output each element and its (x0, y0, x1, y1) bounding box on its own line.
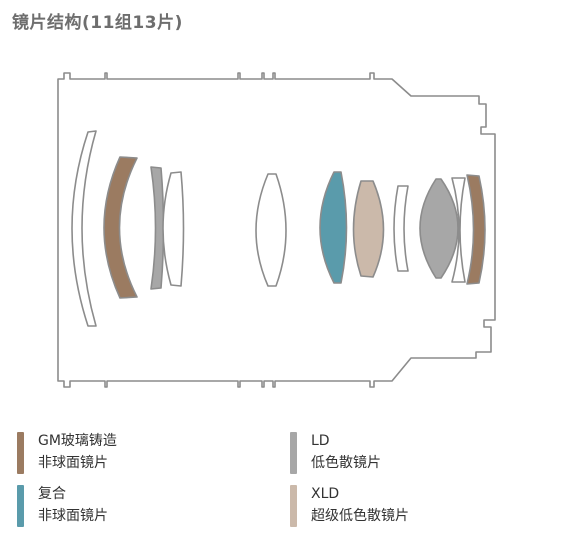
legend-text-ld: LD 低色散镜片 (311, 430, 381, 474)
lens-element-5 (255, 173, 287, 287)
legend-label: 复合 (38, 486, 66, 502)
lens-element-6-composite (319, 171, 348, 284)
lens-element-9-ld (419, 178, 459, 279)
legend-text-composite: 复合 非球面镜片 (38, 483, 108, 527)
legend-text-xld: XLD 超级低色散镜片 (311, 483, 409, 527)
legend-label: XLD (311, 486, 340, 502)
legend-label: 非球面镜片 (38, 508, 108, 524)
legend-swatch-ld (290, 432, 297, 474)
lens-element-10 (451, 177, 466, 283)
page-title: 镜片结构(11组13片) (12, 13, 183, 33)
lens-element-4 (162, 171, 185, 287)
legend-swatch-composite (17, 485, 24, 527)
lens-element-1 (71, 130, 97, 327)
legend-label: LD (311, 433, 330, 449)
lens-element-7-xld (352, 180, 385, 278)
legend-swatch-xld (290, 485, 297, 527)
lens-structure-diagram (57, 72, 496, 388)
lens-barrel-outline (57, 72, 496, 388)
legend-label: 低色散镜片 (311, 455, 381, 471)
lens-element-2-gm (103, 156, 138, 299)
legend-label: 非球面镜片 (38, 455, 108, 471)
legend-label: 超级低色散镜片 (311, 508, 409, 524)
legend-swatch-gm (17, 432, 24, 474)
legend-label: GM玻璃铸造 (38, 433, 117, 449)
lens-element-3-ld (150, 166, 165, 290)
lens-element-8 (393, 185, 409, 272)
legend-text-gm: GM玻璃铸造 非球面镜片 (38, 430, 117, 474)
lens-element-11-gm (466, 174, 486, 285)
